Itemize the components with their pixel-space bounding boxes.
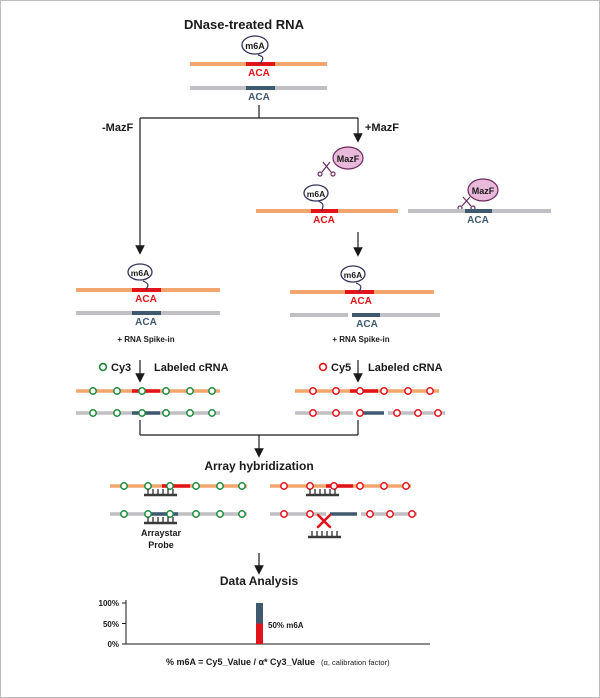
m6a-modification-icon: [127, 263, 153, 281]
hybridization-left: Arraystar Probe: [110, 482, 247, 550]
m6a-modification-icon: [340, 265, 366, 283]
spike-in-label: + RNA Spike-in: [332, 335, 389, 344]
top-rna-pair: m6A ACA ACA: [190, 35, 327, 103]
mazf-enzyme-icon: [332, 146, 364, 170]
cy5-label: Cy5: [331, 362, 351, 374]
minus-mazf-rna: m6A ACA ACA + RNA Spike-in: [76, 263, 220, 344]
motif-label-red: ACA: [248, 68, 270, 79]
mazf-label: MazF: [337, 154, 360, 164]
motif-label-slate: ACA: [467, 215, 489, 226]
array-hybridization-label: Array hybridization: [204, 459, 313, 473]
m6a-label: m6A: [131, 268, 149, 278]
branch-connectors: [135, 105, 363, 255]
bar-annotation: 50% m6A: [268, 621, 304, 630]
mazf-digestion-left: MazF m6A ACA: [256, 146, 398, 226]
y-tick-label: 0%: [107, 640, 119, 649]
plus-mazf-label: +MazF: [365, 122, 399, 134]
y-tick-label: 100%: [99, 599, 119, 608]
merge-connectors: [139, 420, 359, 458]
m6a-label: m6A: [245, 41, 265, 51]
cy5-labeling: Cy5 Labeled cRNA: [318, 360, 443, 383]
array-probe: [306, 489, 339, 497]
labeled-crna-right: [295, 387, 445, 417]
array-probe: [144, 517, 177, 525]
array-probe: [144, 489, 177, 497]
m6a-label: m6A: [307, 189, 325, 199]
m6a-modification-icon: [303, 184, 329, 202]
cy5-dye-icon: [318, 362, 328, 372]
cy3-label: Cy3: [111, 362, 131, 374]
probe-label: Arraystar: [141, 528, 182, 538]
formula-text: % m6A = Cy5_Value / α* Cy3_Value: [166, 657, 315, 667]
data-analysis-label: Data Analysis: [220, 574, 299, 588]
motif-label-red: ACA: [313, 215, 335, 226]
formula: % m6A = Cy5_Value / α* Cy3_Value (α, cali…: [166, 657, 390, 667]
m6a-modification-icon: [241, 35, 269, 55]
motif-label-slate: ACA: [135, 317, 157, 328]
y-tick-label: 50%: [103, 620, 119, 629]
spike-in-label: + RNA Spike-in: [117, 335, 174, 344]
cy3-dye-icon: [89, 387, 216, 417]
bar-segment-unmodified: [256, 603, 263, 624]
motif-label-slate: ACA: [248, 92, 270, 103]
mazf-enzyme-icon: [467, 178, 499, 202]
scissors-icon: [457, 196, 476, 211]
no-binding-x-icon: [316, 513, 332, 529]
mazf-digestion-right: MazF ACA: [408, 178, 551, 226]
cy3-dye-icon: [98, 362, 108, 372]
m6a-label: m6A: [344, 270, 362, 280]
motif-label-red: ACA: [350, 296, 372, 307]
cy3-labeling: Cy3 Labeled cRNA: [98, 360, 229, 383]
labeled-crna-label: Labeled cRNA: [154, 362, 229, 374]
motif-label-red: ACA: [135, 294, 157, 305]
mazf-label: MazF: [472, 186, 495, 196]
array-probe: [308, 531, 341, 539]
minus-mazf-label: -MazF: [102, 122, 133, 134]
formula-note: (α, calibration factor): [321, 658, 390, 667]
cy5-dye-icon: [309, 387, 442, 417]
plus-mazf-rna: m6A ACA ACA + RNA Spike-in: [290, 265, 440, 344]
motif-label-slate: ACA: [356, 319, 378, 330]
bar-segment-m6a: [256, 623, 263, 644]
labeled-crna-label: Labeled cRNA: [368, 362, 443, 374]
diagram-title: DNase-treated RNA: [184, 17, 305, 32]
labeled-crna-left: [76, 387, 220, 417]
m6a-bar-chart: 100% 50% 0% 50% m6A: [99, 599, 430, 649]
scissors-icon: [317, 161, 336, 177]
probe-label: Probe: [148, 540, 174, 550]
hybridization-right: [270, 482, 417, 539]
